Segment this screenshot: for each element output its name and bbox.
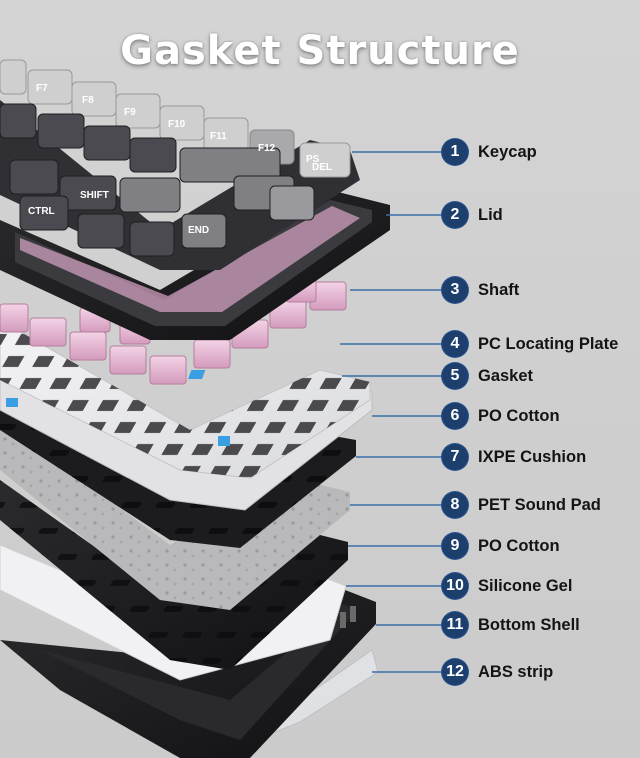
number-badge: 4 (442, 331, 468, 357)
label-text: ABS strip (478, 662, 554, 681)
keycaps: F7 F8 F9 F10 F11 F12 PS DEL SHIFT CTRL E… (0, 59, 360, 270)
number-badge: 7 (442, 444, 468, 470)
label-gasket: 5 Gasket (442, 362, 533, 390)
label-text: Bottom Shell (478, 615, 580, 634)
label-text: Keycap (478, 142, 537, 161)
keycap-legend: DEL (312, 162, 332, 173)
number-badge: 3 (442, 277, 468, 303)
label-pet-sound-pad: 8 PET Sound Pad (442, 491, 601, 519)
label-text: Gasket (478, 366, 534, 385)
label-keycap: 1 Keycap (442, 138, 537, 166)
keycap-legend: CTRL (28, 206, 55, 217)
number-badge: 6 (442, 403, 468, 429)
label-ixpe-cushion: 7 IXPE Cushion (442, 443, 586, 471)
keycap-legend: PS (306, 154, 320, 165)
label-text: Silicone Gel (478, 576, 573, 595)
label-text: PC Locating Plate (478, 334, 619, 353)
keycap-legend: F9 (124, 107, 136, 118)
leader-lines (340, 151, 444, 673)
label-bottom-shell: 11 Bottom Shell (442, 611, 580, 639)
page-title: Gasket Structure (120, 28, 520, 74)
keycap-legend: SHIFT (80, 190, 109, 201)
label-abs-strip: 12 ABS strip (442, 658, 553, 686)
keycap-legend: F8 (82, 95, 94, 106)
label-po-cotton-top: 6 PO Cotton (442, 402, 560, 430)
label-shaft: 3 Shaft (442, 276, 519, 304)
label-pc-locating-plate: 4 PC Locating Plate (442, 330, 618, 358)
keycap-legend: F11 (210, 131, 227, 142)
label-text: IXPE Cushion (478, 447, 587, 466)
number-badge: 10 (442, 573, 468, 599)
label-lid: 2 Lid (442, 201, 503, 229)
number-badge: 9 (442, 533, 468, 559)
label-silicone-gel: 10 Silicone Gel (442, 572, 572, 600)
number-badge: 8 (442, 492, 468, 518)
number-badge: 11 (442, 612, 468, 638)
keycap-legend: F7 (36, 83, 48, 94)
label-text: PET Sound Pad (478, 495, 601, 514)
label-po-cotton-bottom: 9 PO Cotton (442, 532, 560, 560)
label-text: Lid (478, 205, 503, 224)
label-text: PO Cotton (478, 406, 560, 425)
silicone-gel (0, 544, 347, 681)
keycap-legend: F10 (168, 119, 186, 130)
label-text: PO Cotton (478, 536, 560, 555)
number-badge: 5 (442, 363, 468, 389)
keycap-legend: END (188, 225, 209, 236)
label-text: Shaft (478, 280, 520, 299)
number-badge: 12 (442, 659, 468, 685)
number-badge: 2 (442, 202, 468, 228)
number-badge: 1 (442, 139, 468, 165)
keycap-legend: F12 (258, 143, 276, 154)
